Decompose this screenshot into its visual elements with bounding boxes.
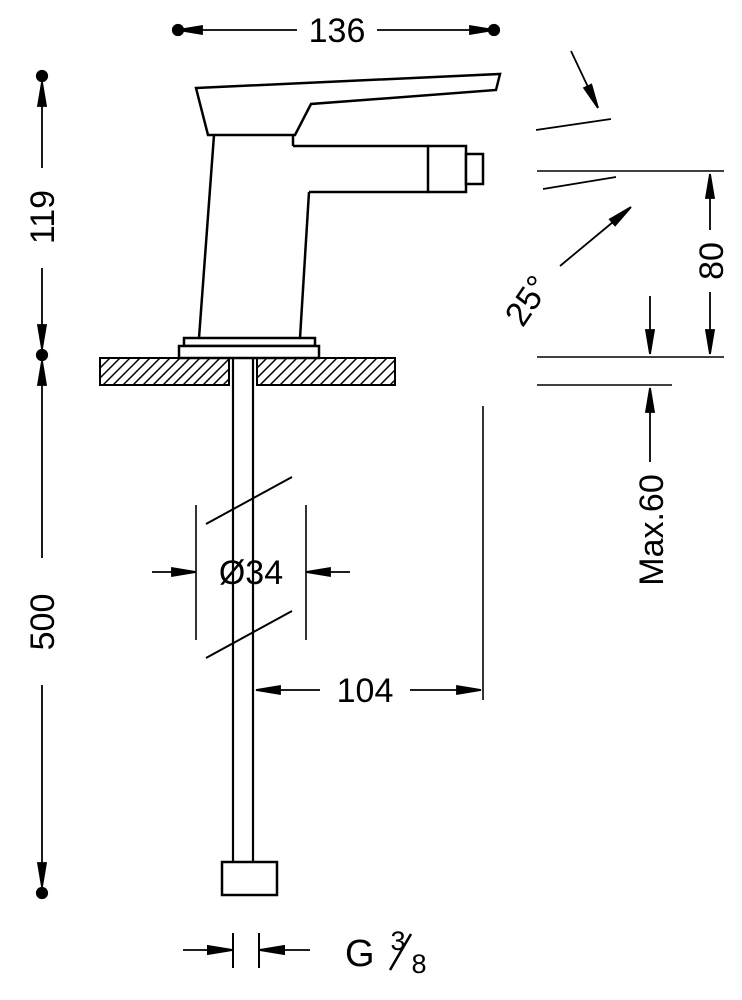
leader-line-top [570, 50, 589, 88]
aerator-tip [464, 152, 485, 186]
hatch-line [359, 357, 388, 386]
arrow-left [259, 944, 285, 956]
arrow-right [207, 944, 233, 956]
arrow-up [36, 81, 48, 107]
hatch-line [289, 357, 318, 386]
hatch-line [269, 357, 298, 386]
arrow-left [305, 566, 331, 578]
hatch-line [112, 357, 141, 386]
hatch-line [309, 357, 338, 386]
hatch-line [122, 357, 151, 386]
break-mark-lower [205, 610, 293, 659]
arrow-up-right [608, 206, 632, 227]
deck-hatching-left [99, 357, 230, 386]
arrow-up [644, 387, 656, 413]
hatch-line [162, 357, 191, 386]
angle-ref-line-upper [535, 118, 612, 131]
dim-dot [35, 886, 49, 900]
dim-80: 80 [537, 170, 731, 386]
arrow-right [171, 566, 197, 578]
dim-500-label: 500 [24, 594, 62, 651]
hatch-line [152, 357, 181, 386]
thread-numerator-label: 3 [390, 926, 405, 956]
hatch-line [379, 369, 396, 386]
dim-d34-label: Ø34 [219, 554, 283, 592]
dim-d34: Ø34 [152, 505, 350, 640]
arrow-down [644, 329, 656, 355]
hatch-line [389, 379, 396, 386]
fraction-slash [388, 933, 413, 971]
thread-prefix-label: G [345, 933, 375, 975]
hatch-line [192, 357, 221, 386]
arrow-up [36, 360, 48, 386]
aerator-block [426, 144, 468, 194]
hatch-line [202, 358, 230, 386]
break-mark-upper [205, 476, 293, 525]
leader-line-bottom [559, 221, 614, 267]
thread-denominator-label: 8 [411, 949, 426, 979]
dim-119-label: 119 [24, 190, 62, 244]
hatch-line [349, 357, 378, 386]
mounting-deck [99, 357, 396, 386]
hatch-line [339, 357, 368, 386]
hatch-line [299, 357, 328, 386]
dim-25deg-label: 25° [498, 269, 558, 333]
dim-thread: G 3 8 [183, 926, 427, 979]
hatch-line [102, 357, 131, 386]
hatch-line [259, 357, 288, 386]
hatch-line [142, 357, 171, 386]
dim-dot [35, 69, 49, 83]
hatch-line [222, 378, 230, 386]
break-marks [205, 476, 293, 659]
faucet-outline [177, 72, 502, 360]
dim-dot [35, 348, 49, 362]
dim-max60: Max.60 [633, 296, 671, 586]
hatch-line [172, 357, 201, 386]
dim-104-label: 104 [337, 672, 394, 710]
arrow-down [36, 862, 48, 888]
dim-25deg: 25° [498, 50, 632, 333]
body-right-edge-lower [298, 191, 311, 339]
arrow-up [704, 173, 716, 199]
handle-lever [194, 72, 502, 137]
dim-104: 104 [255, 406, 484, 710]
hose-end-fitting [220, 860, 279, 897]
hatch-line [99, 357, 121, 379]
dim-119: 119 [24, 69, 62, 362]
deck-left [99, 357, 230, 386]
supply-hose [220, 357, 279, 897]
arrow-down [36, 324, 48, 350]
arrow-right [456, 684, 482, 696]
dim-136: 136 [171, 12, 501, 50]
hatch-line [329, 357, 358, 386]
body-left-edge [197, 134, 216, 339]
dim-500: 500 [24, 360, 62, 900]
hatch-line [279, 357, 308, 386]
deck-hatching-right [256, 357, 396, 386]
hatch-line [319, 357, 348, 386]
hatch-line [256, 357, 268, 369]
arrow-down [704, 329, 716, 355]
arrow-down-right [582, 83, 599, 109]
dim-max60-label: Max.60 [633, 474, 671, 586]
hatch-line [99, 357, 111, 369]
dim-136-label: 136 [309, 12, 366, 50]
dim-80-label: 80 [693, 242, 731, 280]
hatch-line [132, 357, 161, 386]
hatch-line [212, 368, 230, 386]
hatch-line [369, 359, 396, 386]
angle-ref-line-lower [542, 176, 617, 190]
base-plate [177, 344, 321, 360]
hatch-line [256, 357, 278, 379]
hatch-line [182, 357, 211, 386]
arrow-left [255, 684, 281, 696]
